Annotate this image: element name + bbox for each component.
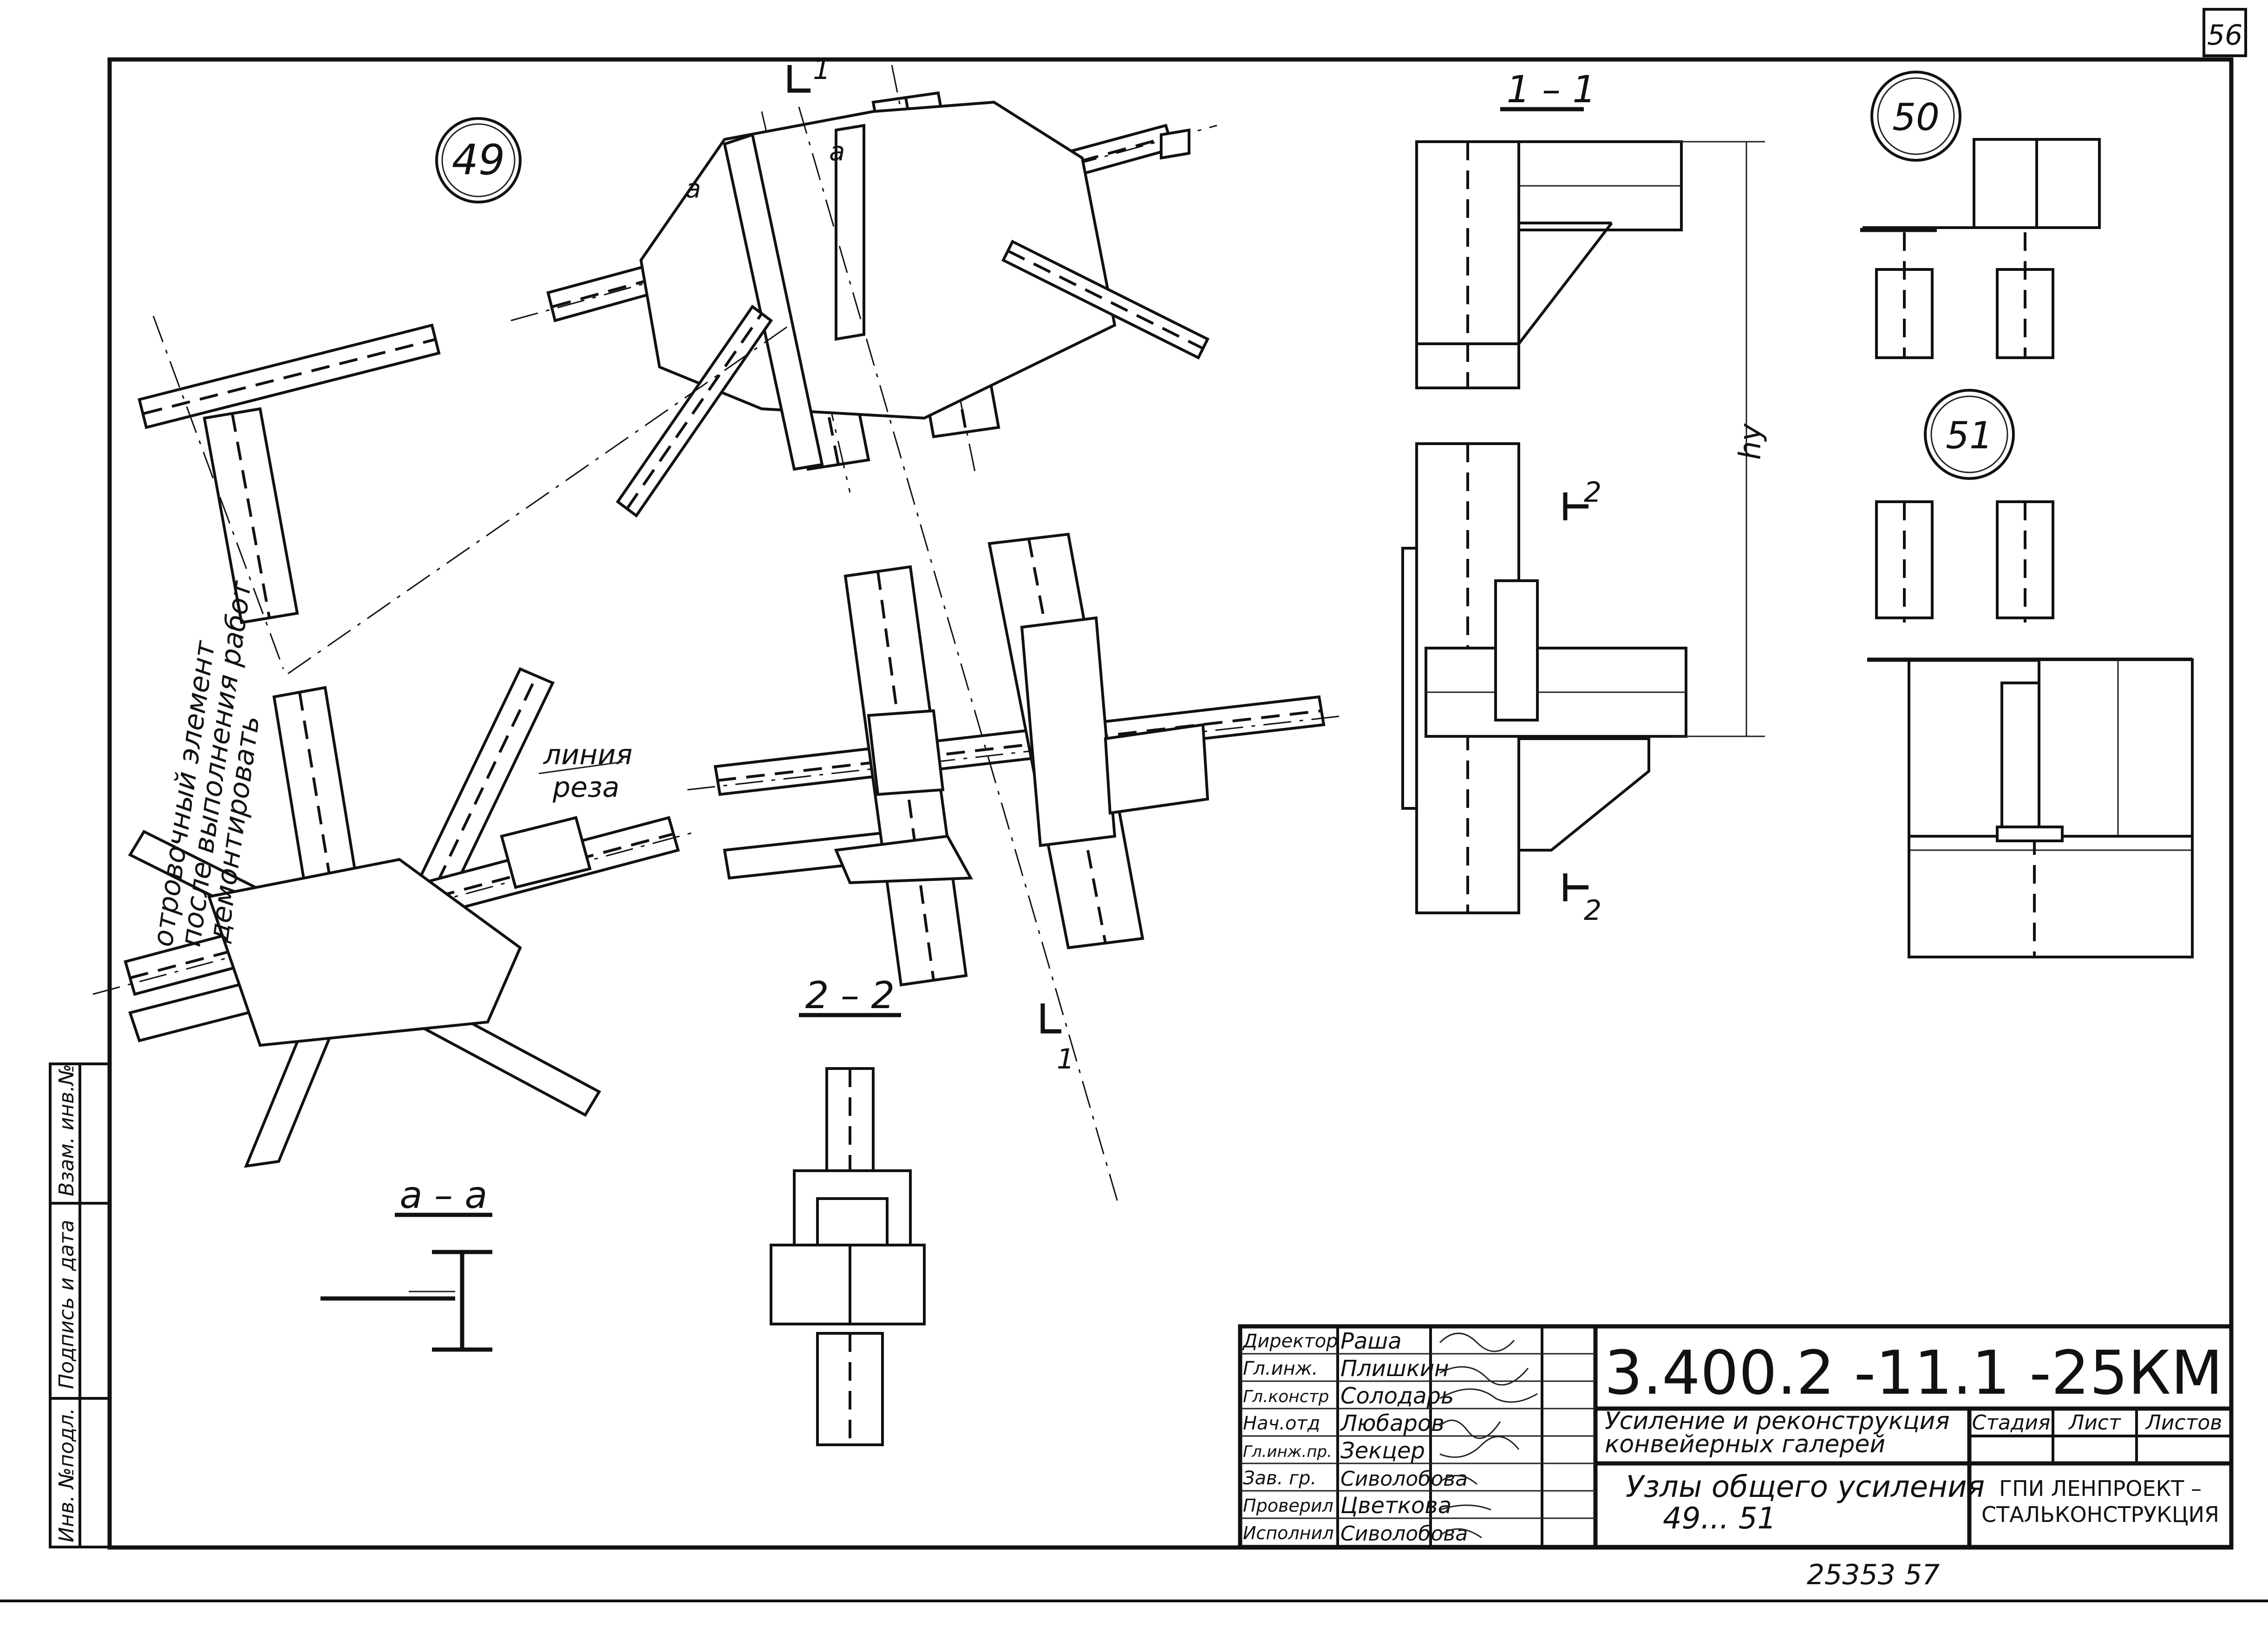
margin-podpis: Подпись и дата [55,1220,78,1389]
project-title-2: конвейерных галерей [1605,1430,1885,1458]
node-51-label: 51 [1946,414,1993,457]
staff-role-1: Гл.инж. [1243,1358,1318,1379]
staff-name-5: Сиволобова [1340,1467,1468,1491]
node-51-drawing: 51 [1867,389,2194,958]
liniya-reza-2: реза [552,771,620,804]
staff-name-4: Зекцер [1340,1438,1425,1464]
cut-1-bottom: 1 [1057,1043,1074,1075]
staff-role-5: Зав. гр. [1243,1468,1316,1489]
stage-header: Стадия [1972,1411,2051,1435]
section-a-a: а – а [320,1174,492,1352]
node-50-drawing: 50 [1860,71,2101,359]
sheet-title-2: 49... 51 [1663,1501,1776,1536]
cut-1-top: 1 [813,53,830,86]
title-block: Директор Раша Гл.инж. Плишкин Гл.констр … [1238,1324,2234,1549]
margin-inv-podl: Инв. №подл. [55,1408,78,1542]
organization-2: СТАЛЬКОНСТРУКЦИЯ [1981,1502,2219,1527]
middle-node [687,532,1347,987]
page-number-box [2203,8,2247,57]
staff-role-4: Гл.инж.пр. [1243,1442,1332,1461]
sheets-header: Листов [2145,1411,2222,1435]
cut-2-top: 2 [1584,476,1601,509]
staff-name-7: Сиволобова [1340,1522,1468,1546]
page-number: 56 [2207,19,2242,52]
staff-role-6: Проверил [1243,1495,1333,1516]
signatures [1439,1332,1538,1539]
organization-1: ГПИ ЛЕНПРОЕКТ – [1999,1476,2202,1501]
staff-name-6: Цветкова [1340,1493,1451,1519]
sec-1-1-title: 1 – 1 [1507,68,1596,111]
staff-name-1: Плишкин [1340,1356,1449,1382]
dim-hy: hу [1733,423,1768,460]
cut-a-right: а [829,137,845,167]
sheet-border [107,57,2234,1550]
project-title-1: Усиление и реконструкция [1605,1407,1950,1435]
staff-name-2: Солодарь [1340,1383,1454,1409]
lower-chord [92,816,697,1047]
section-1-1: 1 – 1 hу 2 2 [1401,68,1768,927]
bottom-numbers: 25353 57 [1807,1559,1940,1591]
node-49-drawing: 49 [92,53,1347,1208]
designation: 3.400.2 -11.1 -25КМ [1604,1338,2223,1408]
node-49-label: 49 [452,136,505,184]
node-50-label: 50 [1892,96,1940,139]
staff-role-2: Гл.констр [1243,1387,1329,1406]
sheet-header: Лист [2068,1411,2121,1435]
margin-column: Инв. №подл. Подпись и дата Взам. инв.№ [49,1062,111,1548]
cut-2-bottom: 2 [1584,894,1601,927]
staff-role-3: Нач.отд [1243,1413,1320,1434]
section-2-2: 2 – 2 [770,974,926,1446]
margin-vzam: Взам. инв.№ [55,1064,78,1196]
sec-a-a-title: а – а [400,1174,488,1217]
cut-a-top: а [685,174,701,204]
sheet-title-1: Узлы общего усиления [1626,1470,1985,1504]
sec-2-2-title: 2 – 2 [805,974,895,1017]
staff-name-0: Раша [1340,1328,1402,1354]
liniya-reza-1: линия [543,739,633,771]
staff-name-3: Любаров [1340,1410,1444,1436]
staff-role-7: Исполнил [1243,1523,1334,1543]
staff-role-0: Директор [1242,1331,1338,1352]
